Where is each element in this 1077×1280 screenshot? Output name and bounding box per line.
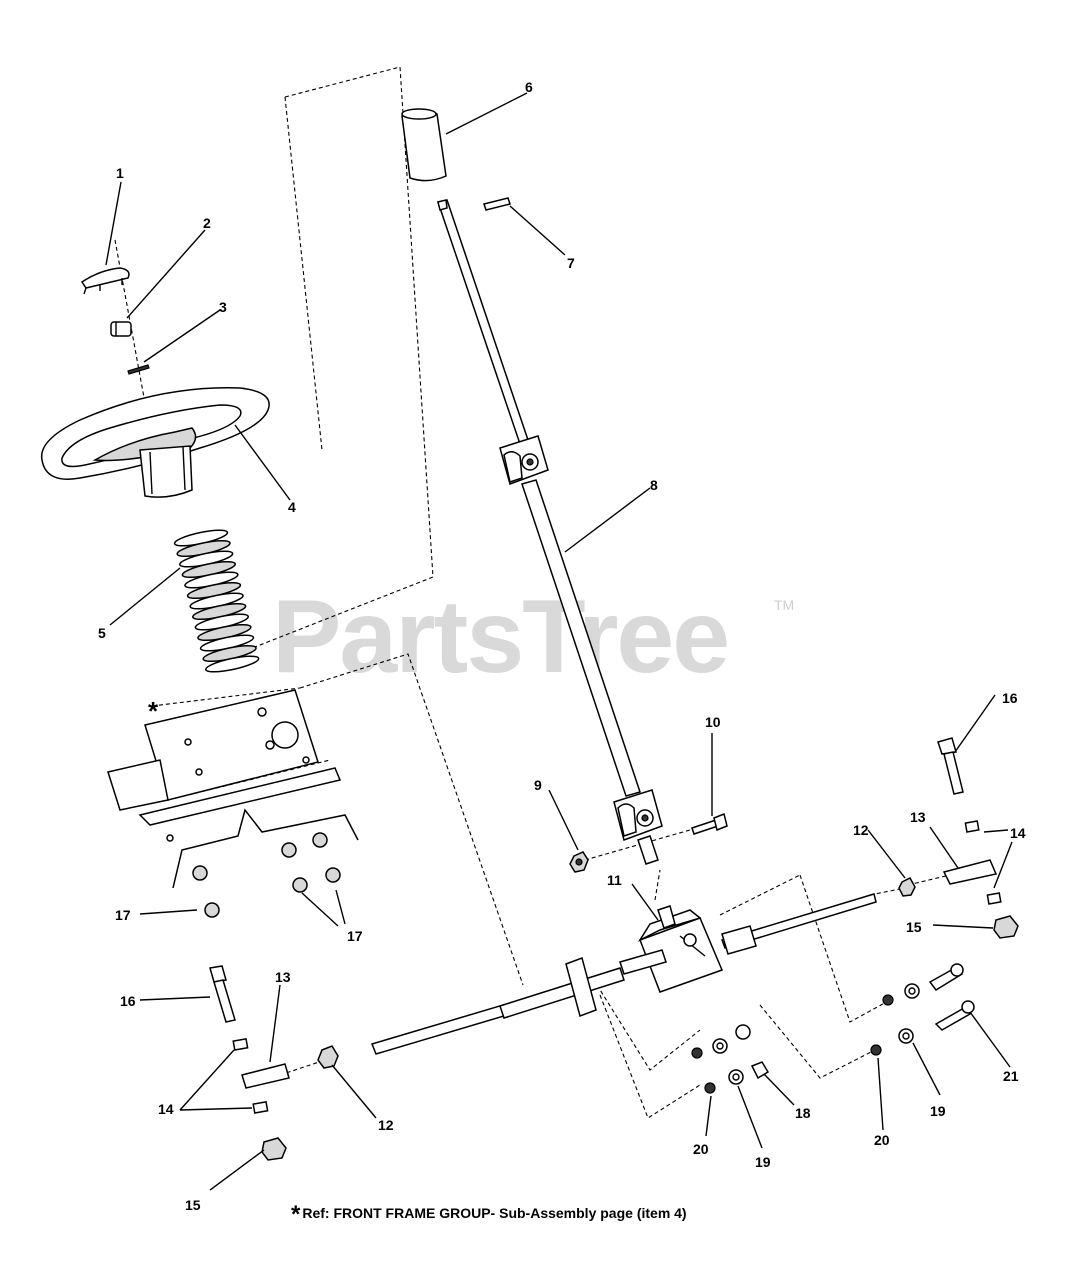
callout-19-right: 19 xyxy=(930,1103,946,1119)
callout-16-right: 16 xyxy=(1002,690,1018,706)
callout-17-plate: 17 xyxy=(347,928,363,944)
callout-13-left: 13 xyxy=(275,969,291,985)
part-jam-nut-left xyxy=(317,1045,339,1069)
part-tie-rod-left xyxy=(370,949,667,1055)
part-bolt-left xyxy=(209,965,236,1023)
part-steering-gearbox xyxy=(637,905,724,993)
callout-19-center: 19 xyxy=(755,1154,771,1170)
part-frame-plate xyxy=(172,808,359,889)
callout-18: 18 xyxy=(795,1105,811,1121)
part-hex-nut-right xyxy=(993,915,1019,939)
callout-2: 2 xyxy=(203,215,211,231)
callout-9: 9 xyxy=(534,777,542,793)
callout-leaders xyxy=(105,92,1013,1191)
spring-coil xyxy=(205,655,260,673)
part-adapter xyxy=(110,321,132,337)
part-nut xyxy=(569,851,589,873)
callout-1: 1 xyxy=(116,165,124,181)
frame-asterisk: * xyxy=(148,696,159,726)
part-hex-nut-left xyxy=(261,1137,287,1161)
part-u-joint-upper xyxy=(499,435,549,485)
reference-note: *Ref: FRONT FRAME GROUP- Sub-Assembly pa… xyxy=(291,1201,687,1229)
part-bolt-right xyxy=(937,737,964,795)
callout-14-right: 14 xyxy=(1010,825,1026,841)
part-caps-left xyxy=(232,1037,269,1114)
callout-20-right: 20 xyxy=(874,1132,890,1148)
part-roll-pin xyxy=(127,364,150,375)
callout-4: 4 xyxy=(288,499,296,515)
callout-20-center: 20 xyxy=(693,1141,709,1157)
part-steering-shaft xyxy=(437,199,529,446)
part-steering-wheel xyxy=(40,387,270,498)
lower-assembly-outline xyxy=(299,653,891,1119)
part-u-joint-lower xyxy=(613,789,663,865)
part-caps-right xyxy=(964,820,1002,905)
part-steering-cap xyxy=(80,267,130,295)
part-tie-rod-end-left xyxy=(241,1063,290,1089)
callout-12-left: 12 xyxy=(378,1117,394,1133)
part-front-frame-bracket xyxy=(107,687,342,842)
callout-6: 6 xyxy=(525,79,533,95)
part-lock-nuts xyxy=(192,832,341,918)
part-spring-boot xyxy=(173,529,260,673)
callout-14-left: 14 xyxy=(158,1101,174,1117)
part-tie-rod-end-right xyxy=(942,859,998,885)
part-bolt xyxy=(691,812,728,835)
watermark-trademark: TM xyxy=(774,597,795,613)
callout-17-left: 17 xyxy=(115,907,131,923)
part-intermediate-shaft xyxy=(521,479,641,797)
part-jam-nut-right xyxy=(898,877,916,897)
note-asterisk: * xyxy=(291,1201,301,1228)
callout-12-right: 12 xyxy=(853,822,869,838)
callout-11: 11 xyxy=(607,872,622,888)
callout-3: 3 xyxy=(219,299,227,315)
part-fasteners-center xyxy=(691,1024,770,1094)
callout-15-left: 15 xyxy=(185,1197,201,1213)
upper-assembly-outline xyxy=(219,66,434,657)
callout-5: 5 xyxy=(98,625,106,641)
callout-16-left: 16 xyxy=(120,993,136,1009)
part-tie-rod-right xyxy=(721,893,877,955)
callout-10: 10 xyxy=(705,714,721,730)
part-fasteners-right xyxy=(870,963,975,1056)
callout-8: 8 xyxy=(650,477,658,493)
callout-15-right: 15 xyxy=(906,919,922,935)
callout-labels: 1 2 3 4 5 6 7 8 9 10 11 12 12 13 13 14 1… xyxy=(98,79,1026,1213)
note-text: Ref: FRONT FRAME GROUP- Sub-Assembly pag… xyxy=(302,1205,687,1221)
callout-7: 7 xyxy=(567,255,575,271)
part-pin xyxy=(483,197,511,211)
callout-21: 21 xyxy=(1003,1068,1019,1084)
watermark-logo: PartsTree xyxy=(272,579,730,695)
part-bushing xyxy=(401,108,447,182)
callout-13-right: 13 xyxy=(910,809,926,825)
